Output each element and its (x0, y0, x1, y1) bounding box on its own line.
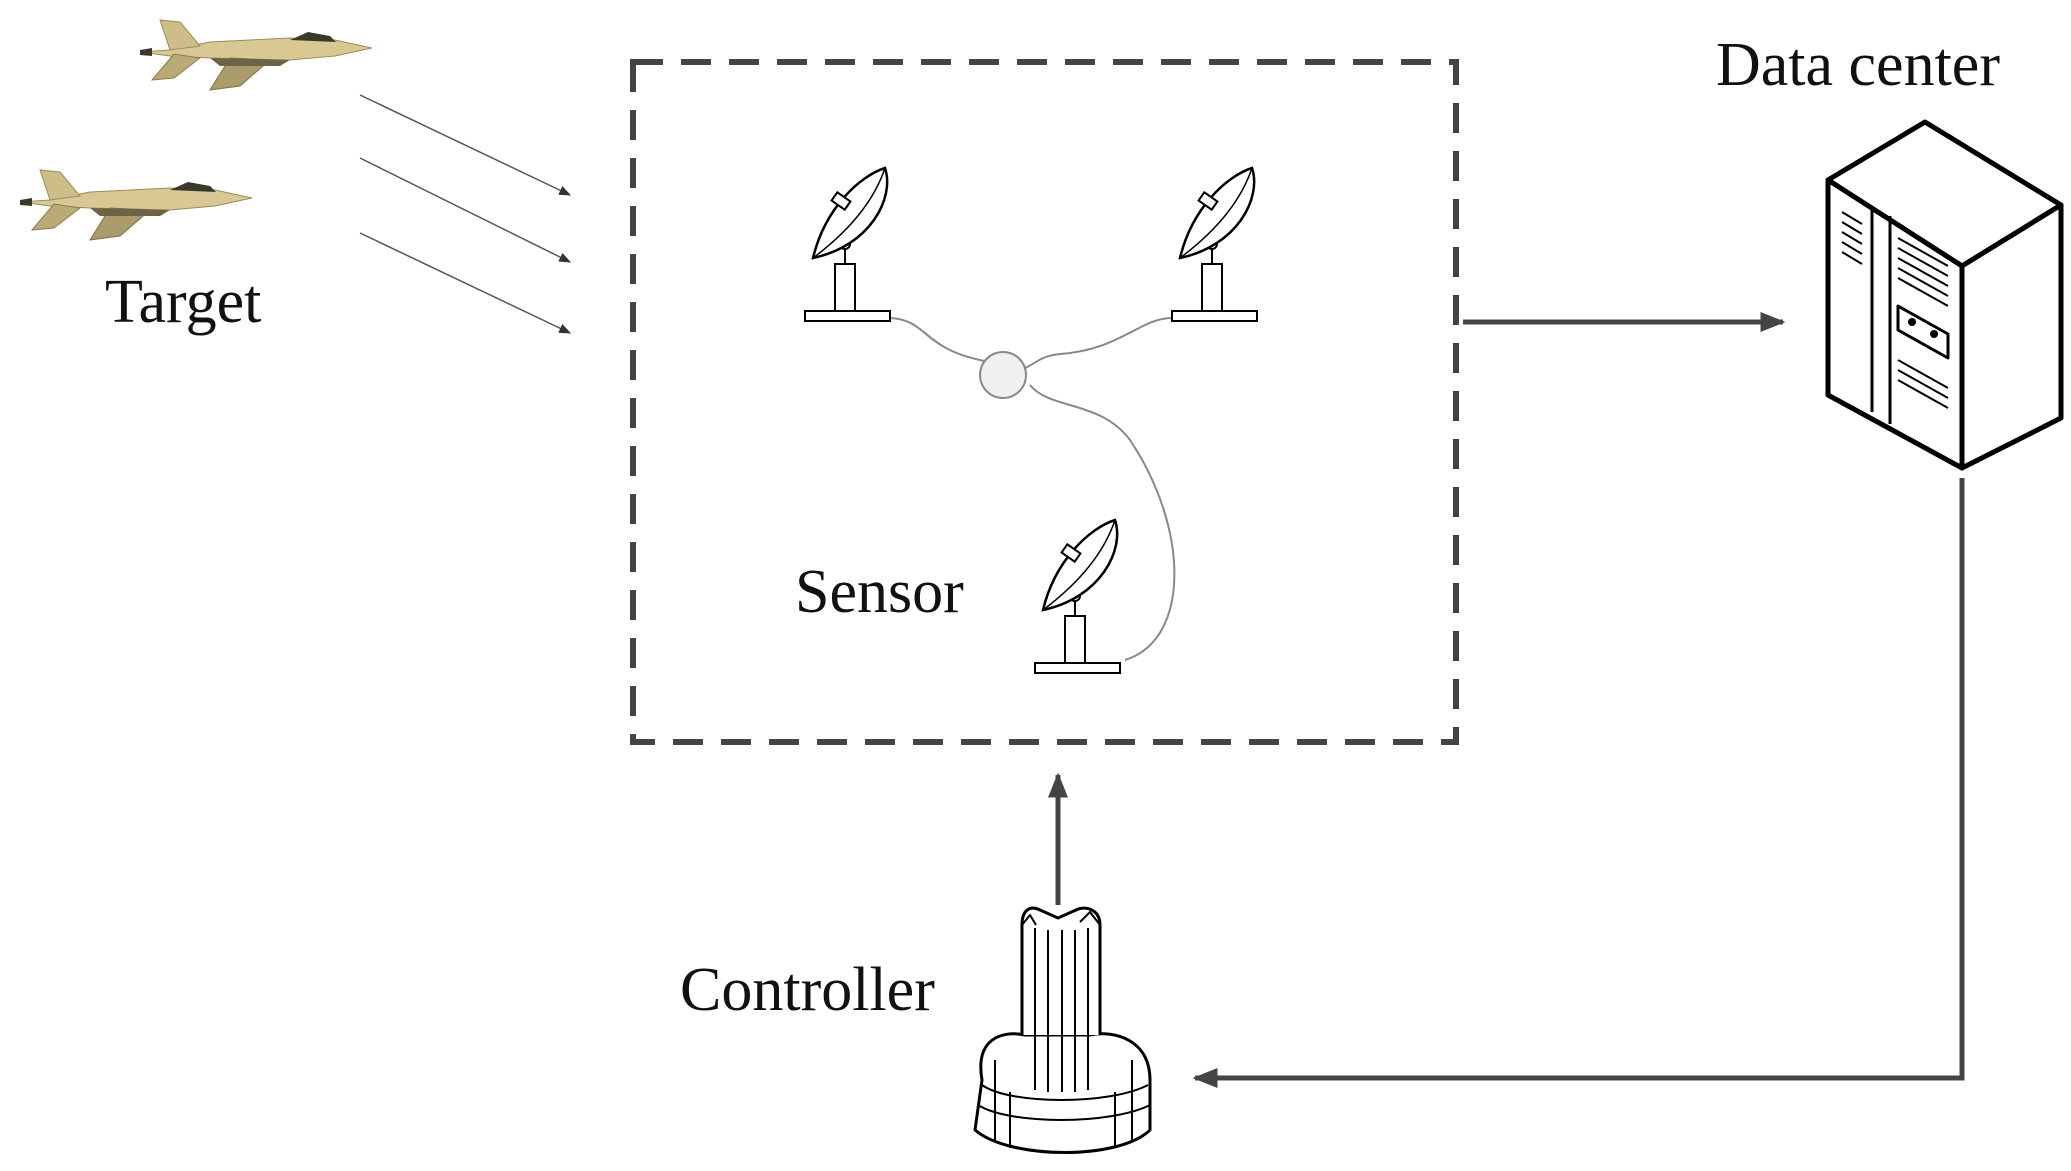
controller-icon (973, 906, 1152, 1154)
radar-dish-icon (1170, 166, 1259, 323)
sensor-region-box (630, 59, 1459, 745)
incoming-signal-arrows (359, 94, 572, 334)
arrow-to-controller (1192, 478, 1965, 1088)
server-icon (1825, 119, 2064, 471)
radar-dish-icon (803, 166, 892, 323)
jet-icon (19, 169, 253, 241)
target-label: Target (105, 268, 261, 336)
jet-icon (139, 19, 373, 91)
controller-label: Controller (680, 956, 935, 1024)
data-center-label: Data center (1716, 31, 2000, 99)
target-group: Target (19, 19, 373, 336)
sensor-label: Sensor (795, 558, 964, 626)
hub-node-icon (979, 351, 1027, 399)
radar-dish-icon (1033, 518, 1122, 675)
